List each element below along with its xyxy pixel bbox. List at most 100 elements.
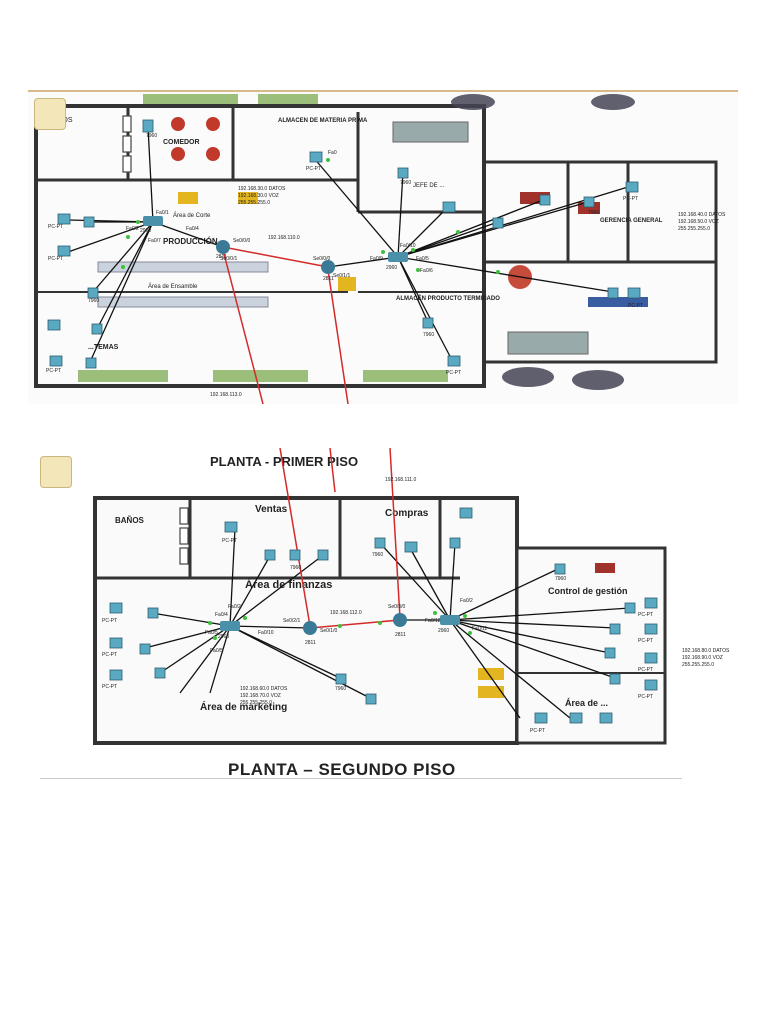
ip-phone-icon [397,167,409,179]
room-label-almacen-pt: ALMACÉN PRODUCTO TERMINADO [396,294,500,302]
pc-icon [459,507,473,519]
svg-text:Fa0/10: Fa0/10 [258,630,274,636]
room-label-banos-2: BAÑOS [115,516,145,525]
svg-text:2960: 2960 [218,634,229,640]
svg-text:7960: 7960 [146,133,157,139]
svg-text:Se0/0/0: Se0/0/0 [313,256,330,262]
svg-text:Se0/0/1: Se0/0/1 [220,256,237,262]
svg-text:PC-PT: PC-PT [306,166,321,172]
svg-text:PC-PT: PC-PT [46,368,61,374]
pc-icon [599,712,613,724]
ip-phone-icon [604,647,616,659]
floor2-panel: PLANTA - PRIMER PISO BAÑOS Ventas Compra… [40,447,682,748]
switch-icon [440,615,460,625]
svg-text:Fa0/1: Fa0/1 [156,210,169,216]
pc-icon [309,151,323,163]
floor2-right-net-notes: 192.168.80.0 DATOS 192.168.90.0 VOZ 255.… [682,648,730,668]
ip-phone-icon [449,537,461,549]
svg-text:7960: 7960 [290,565,301,571]
pc-icon [404,541,418,553]
room-label-jefe: JEFE DE ... [413,183,445,189]
floor1-diagram: BAÑOS COMEDOR ALMACEN DE MATERIA PRIMA J… [34,94,726,405]
pc-icon [49,355,63,367]
svg-text:255.255.255.0: 255.255.255.0 [678,226,710,232]
pc-icon [644,679,658,691]
pc-icon [109,669,123,681]
ip-phone-icon [91,323,103,335]
pc-icon [447,355,461,367]
switch-icon [220,621,240,631]
svg-text:Fa0/11: Fa0/11 [472,626,487,632]
pc-icon [47,319,61,331]
svg-text:2811: 2811 [395,632,406,638]
svg-text:192.168.30.0 DATOS: 192.168.30.0 DATOS [238,186,286,192]
svg-text:Fa0/7: Fa0/7 [148,238,161,244]
svg-text:PC-PT: PC-PT [623,196,638,202]
svg-text:PC-PT: PC-PT [638,667,653,673]
room-label-compras: Compras [385,508,429,519]
floor2-devices [109,507,658,724]
svg-text:7960: 7960 [423,332,434,338]
svg-text:192.168.40.0 DATOS: 192.168.40.0 DATOS [678,212,726,218]
svg-text:PC-PT: PC-PT [638,638,653,644]
svg-text:192.168.70.0 VOZ: 192.168.70.0 VOZ [240,693,281,699]
svg-text:Fa0: Fa0 [328,150,337,156]
ip-phone-icon [147,607,159,619]
ip-phone-icon [374,537,386,549]
ip-phone-icon [422,317,434,329]
floor2-net-notes: 192.168.60.0 DATOS 192.168.70.0 VOZ 255.… [240,477,416,706]
room-label-sistemas: ...TEMAS [88,344,119,351]
ip-phone-icon [87,287,99,299]
svg-text:Se0/0/0: Se0/0/0 [233,238,250,244]
ip-phone-icon [554,563,566,575]
svg-text:Fa0/6: Fa0/6 [420,268,433,274]
pc-icon [569,712,583,724]
svg-text:PC-PT: PC-PT [638,694,653,700]
pc-icon [442,201,456,213]
packet-tracer-icon[interactable] [34,98,66,130]
svg-text:2811: 2811 [305,640,316,646]
pc-icon [224,521,238,533]
svg-text:Se0/1/0: Se0/1/0 [320,628,337,634]
svg-text:7960: 7960 [588,210,599,216]
packet-tracer-icon[interactable] [40,456,72,488]
room-label-gerencia: GERENCIA GENERAL [600,218,663,224]
svg-text:PC-PT: PC-PT [102,618,117,624]
floor-caption-second: PLANTA – SEGUNDO PISO [228,760,456,779]
ip-phone-icon [317,549,329,561]
svg-text:Fa0/2: Fa0/2 [460,598,473,604]
ip-phone-icon [289,549,301,561]
svg-text:PC-PT: PC-PT [222,538,237,544]
svg-text:192.168.60.0 DATOS: 192.168.60.0 DATOS [240,686,288,692]
room-label-ventas: Ventas [255,504,288,515]
router-icon [393,613,407,627]
svg-text:2811: 2811 [323,276,334,282]
ip-phone-icon [264,549,276,561]
ip-phone-icon [335,673,347,685]
pc-icon [57,245,71,257]
ip-phone-icon [492,217,504,229]
ip-phone-icon [85,357,97,369]
ip-phone-icon [365,693,377,705]
floor2-diagram: PLANTA - PRIMER PISO BAÑOS Ventas Compra… [93,447,667,745]
pc-icon [625,181,639,193]
ip-phone-icon [609,673,621,685]
room-label-corte: Área de Corte [173,212,211,219]
svg-text:Fa0/10: Fa0/10 [400,243,416,249]
svg-text:7960: 7960 [555,576,566,582]
switch-icon [143,216,163,226]
svg-text:Fa0/5: Fa0/5 [416,256,429,262]
svg-text:2960: 2960 [140,228,151,234]
svg-text:192.168.111.0: 192.168.111.0 [385,477,416,483]
pc-icon [644,623,658,635]
ip-phone-icon [154,667,166,679]
svg-text:Se0/1/1: Se0/1/1 [333,273,350,279]
svg-text:Fa0/2: Fa0/2 [126,226,139,232]
svg-text:Fa0/2: Fa0/2 [228,604,241,610]
svg-text:Fa0/4: Fa0/4 [215,612,228,618]
room-label-comedor: COMEDOR [163,139,200,146]
svg-text:7960: 7960 [88,298,99,304]
ip-phone-icon [139,643,151,655]
room-label-area-right: Área de ... [565,698,608,708]
svg-text:7960: 7960 [400,180,411,186]
